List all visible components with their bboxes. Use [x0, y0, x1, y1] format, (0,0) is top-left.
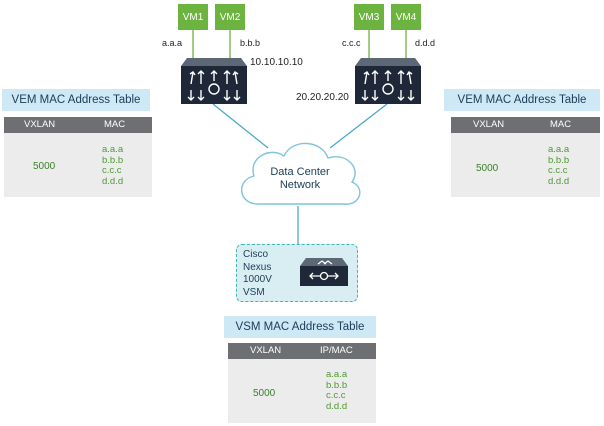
vm2: VM2	[215, 4, 245, 30]
vm1-mac: a.a.a	[162, 38, 183, 48]
host1-network-link	[212, 103, 269, 149]
vm1: VM1	[178, 4, 208, 30]
vm4: VM4	[391, 4, 421, 30]
vem-left-mac: c.c.c	[102, 165, 122, 176]
network-label: Data Center Network	[252, 166, 348, 192]
host1-ip: 10.10.10.10	[250, 57, 303, 68]
vem-right-mac-list: a.a.a b.b.b c.c.c d.d.d	[548, 144, 570, 187]
host2-ip: 20.20.20.20	[296, 92, 349, 103]
vsm-mac: c.c.c	[326, 390, 346, 401]
vsm-mac: a.a.a	[326, 369, 348, 380]
vem-left-col-mac: MAC	[104, 119, 126, 130]
vem-left-col-vxlan: VXLAN	[24, 119, 56, 130]
vem-left-mac: b.b.b	[102, 154, 124, 166]
vm2-mac: b.b.b	[240, 38, 261, 48]
vem-left-mac: a.a.a	[102, 144, 124, 155]
vsm-label-line1: Cisco	[243, 249, 269, 260]
vsm-label-line4: VSM	[243, 286, 265, 298]
vsm-label: Cisco Nexus 1000V VSM	[243, 249, 272, 299]
vsm-label-line2: Nexus	[243, 261, 272, 273]
network-label-line1: Data Center	[270, 166, 330, 178]
vsm-device-icon	[300, 258, 348, 286]
network-label-line2: Network	[279, 179, 321, 191]
vem-right-col-vxlan: VXLAN	[473, 119, 505, 130]
vem-right-table-title: VEM MAC Address Table	[444, 89, 600, 111]
vsm-mac-list: a.a.a b.b.b c.c.c d.d.d	[326, 369, 348, 412]
vem-left-table-body	[4, 133, 152, 197]
vem-switch-1	[181, 58, 247, 104]
vm4-mac: d.d.d	[415, 38, 436, 48]
vem-right-mac: d.d.d	[548, 175, 570, 187]
vsm-table-body	[228, 359, 376, 423]
vem-left-vxlan: 5000	[33, 161, 56, 172]
vsm-table-title: VSM MAC Address Table	[224, 316, 376, 338]
vsm-table-header: VXLAN IP/MAC	[228, 343, 376, 359]
vsm-mac: d.d.d	[326, 400, 348, 412]
vm3: VM3	[354, 4, 384, 30]
vm3-mac: c.c.c	[342, 38, 361, 48]
vsm-label-line3: 1000V	[243, 274, 272, 285]
host2-network-link	[329, 103, 388, 149]
data-center-cloud	[241, 142, 361, 205]
vem-left-table-header: VXLAN MAC	[4, 117, 152, 133]
vsm-mac: b.b.b	[326, 379, 348, 391]
vem-left-mac-list: a.a.a b.b.b c.c.c d.d.d	[102, 144, 124, 187]
vem-right-mac: b.b.b	[548, 154, 570, 166]
vem-left-mac: d.d.d	[102, 175, 124, 187]
vsm-col-vxlan: VXLAN	[250, 345, 282, 356]
vem-right-table-header: VXLAN MAC	[451, 117, 600, 133]
vem-right-mac: a.a.a	[548, 144, 570, 155]
vem-right-vxlan: 5000	[476, 163, 499, 174]
vem-right-col-mac: MAC	[550, 119, 572, 130]
vem-right-table-body	[451, 133, 600, 197]
vsm-col-ipmac: IP/MAC	[320, 345, 353, 356]
vsm-vxlan: 5000	[253, 388, 276, 399]
vem-left-table-title: VEM MAC Address Table	[2, 89, 150, 111]
vem-right-mac: c.c.c	[548, 165, 568, 176]
vem-switch-2	[355, 58, 421, 104]
